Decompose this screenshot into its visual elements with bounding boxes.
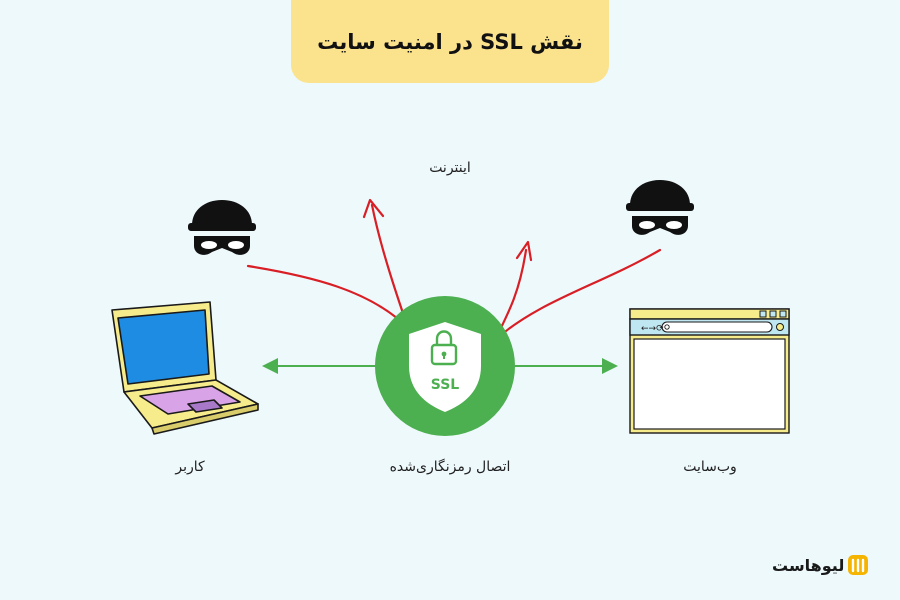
page-title: نقش SSL در امنیت سایت [317, 29, 583, 54]
browser-window-icon: ←→⟳ [629, 308, 790, 434]
svg-text:←→⟳: ←→⟳ [641, 324, 664, 334]
hacker-icon-right [626, 180, 694, 235]
ssl-circle: SSL [375, 296, 515, 436]
title-banner: نقش SSL در امنیت سایت [291, 0, 609, 83]
brand-logo-icon [848, 555, 868, 575]
hacker-icon-left [188, 200, 256, 255]
website-label: وب‌سایت [683, 459, 737, 475]
ssl-badge-text: SSL [431, 377, 460, 393]
brand-name: لیوهاست [772, 555, 845, 575]
internet-label: اینترنت [429, 160, 471, 176]
red-attack-path-left [246, 264, 410, 330]
laptop-icon [111, 301, 259, 435]
user-label: کاربر [175, 459, 205, 475]
shield-lock-icon [409, 322, 481, 412]
secure-connection-label: اتصال رمزنگاری‌شده [389, 459, 511, 475]
brand-logo[interactable]: لیوهاست [772, 552, 845, 578]
red-attack-path-right [493, 248, 662, 342]
